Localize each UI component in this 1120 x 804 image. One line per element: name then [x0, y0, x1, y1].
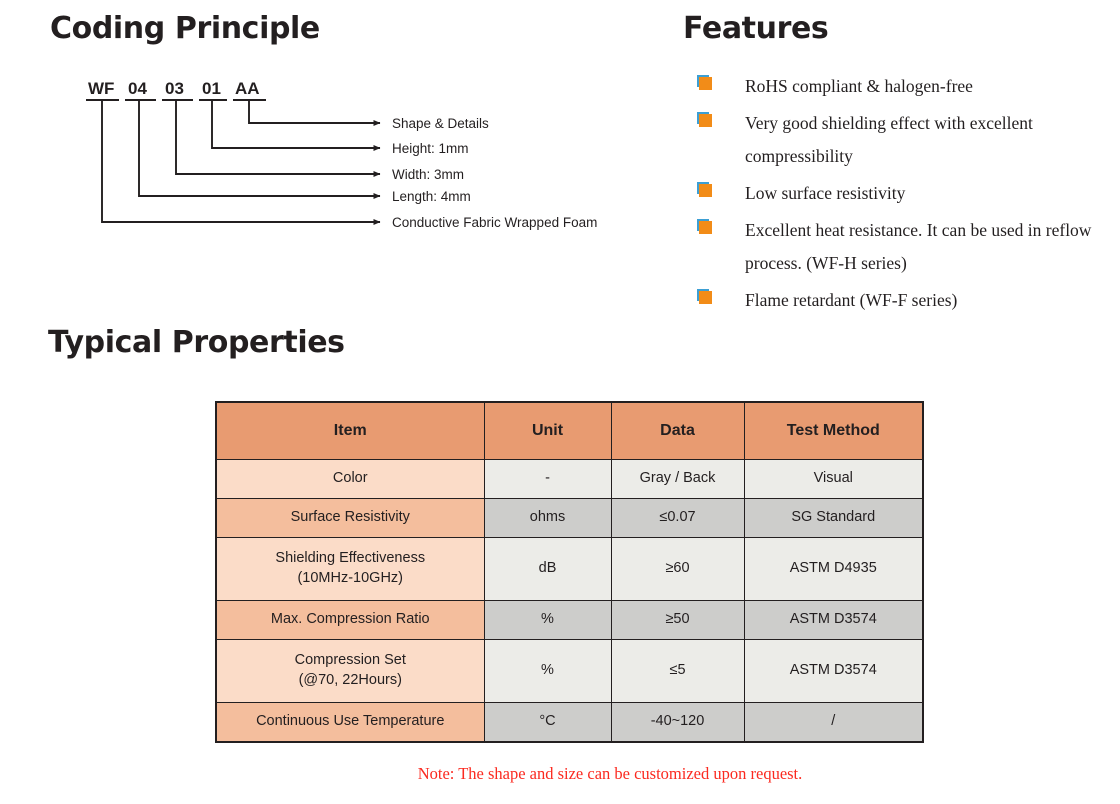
cell-item: Color — [215, 459, 485, 499]
orange-square-bullet-icon — [697, 73, 717, 95]
typical-properties-table: Item Unit Data Test Method Color - Gray … — [215, 401, 924, 743]
cell-unit: °C — [483, 702, 612, 743]
feature-item: Excellent heat resistance. It can be use… — [697, 214, 1112, 280]
feature-item: Low surface resistivity — [697, 177, 1112, 210]
cell-unit: % — [483, 600, 612, 640]
leader-label-width: Width: 3mm — [392, 167, 465, 182]
features-list: RoHS compliant & halogen-free Very good … — [697, 70, 1112, 321]
code-token-height: 01 — [202, 79, 221, 98]
feature-text: Low surface resistivity — [745, 183, 906, 203]
cell-data: ≥60 — [610, 537, 745, 601]
feature-text: RoHS compliant & halogen-free — [745, 76, 973, 96]
leader-label-height: Height: 1mm — [392, 141, 469, 156]
coding-principle-diagram: WF 04 03 01 AA Shape & Deta — [80, 70, 680, 240]
orange-square-bullet-icon — [697, 180, 717, 202]
code-token-shape: AA — [235, 79, 260, 98]
cell-method: Visual — [743, 459, 924, 499]
leader-lines-svg — [86, 99, 381, 225]
cell-data: ≤5 — [610, 639, 745, 703]
code-token-prefix: WF — [88, 79, 115, 98]
orange-square-bullet-icon — [697, 287, 717, 309]
feature-item: RoHS compliant & halogen-free — [697, 70, 1112, 103]
feature-item: Flame retardant (WF-F series) — [697, 284, 1112, 317]
typical-properties-heading: Typical Properties — [48, 325, 345, 360]
table-row: Surface Resistivity ohms ≤0.07 SG Standa… — [215, 498, 924, 538]
cell-data: -40~120 — [610, 702, 745, 743]
cell-method: ASTM D3574 — [743, 639, 924, 703]
code-token-width: 03 — [165, 79, 184, 98]
table-row: Color - Gray / Back Visual — [215, 459, 924, 499]
table-header-row: Item Unit Data Test Method — [215, 401, 924, 460]
column-header-unit: Unit — [483, 401, 612, 460]
table-row: Continuous Use Temperature °C -40~120 / — [215, 702, 924, 743]
cell-data: ≤0.07 — [610, 498, 745, 538]
leader-label-shape: Shape & Details — [392, 116, 489, 131]
cell-method: SG Standard — [743, 498, 924, 538]
cell-unit: dB — [483, 537, 612, 601]
cell-data: ≥50 — [610, 600, 745, 640]
cell-item: Continuous Use Temperature — [215, 702, 485, 743]
coding-principle-heading: Coding Principle — [50, 11, 320, 46]
table-row: Compression Set(@70, 22Hours) % ≤5 ASTM … — [215, 639, 924, 703]
cell-item: Shielding Effectiveness(10MHz-10GHz) — [215, 537, 485, 601]
cell-unit: ohms — [483, 498, 612, 538]
features-heading: Features — [683, 11, 829, 46]
feature-text: Flame retardant (WF-F series) — [745, 290, 958, 310]
feature-item: Very good shielding effect with excellen… — [697, 107, 1112, 173]
table-row: Shielding Effectiveness(10MHz-10GHz) dB … — [215, 537, 924, 601]
cell-unit: - — [483, 459, 612, 499]
leader-label-material: Conductive Fabric Wrapped Foam — [392, 215, 598, 230]
leader-label-length: Length: 4mm — [392, 189, 471, 204]
cell-item: Max. Compression Ratio — [215, 600, 485, 640]
column-header-method: Test Method — [743, 401, 924, 460]
feature-text: Excellent heat resistance. It can be use… — [745, 220, 1092, 273]
table-note: Note: The shape and size can be customiz… — [417, 764, 803, 783]
cell-item: Surface Resistivity — [215, 498, 485, 538]
orange-square-bullet-icon — [697, 217, 717, 239]
column-header-item: Item — [215, 401, 485, 460]
cell-method: / — [743, 702, 924, 743]
cell-unit: % — [483, 639, 612, 703]
cell-method: ASTM D3574 — [743, 600, 924, 640]
orange-square-bullet-icon — [697, 110, 717, 132]
column-header-data: Data — [610, 401, 745, 460]
cell-item: Compression Set(@70, 22Hours) — [215, 639, 485, 703]
cell-data: Gray / Back — [610, 459, 745, 499]
feature-text: Very good shielding effect with excellen… — [745, 113, 1033, 166]
cell-method: ASTM D4935 — [743, 537, 924, 601]
code-token-length: 04 — [128, 79, 147, 98]
table-row: Max. Compression Ratio % ≥50 ASTM D3574 — [215, 600, 924, 640]
